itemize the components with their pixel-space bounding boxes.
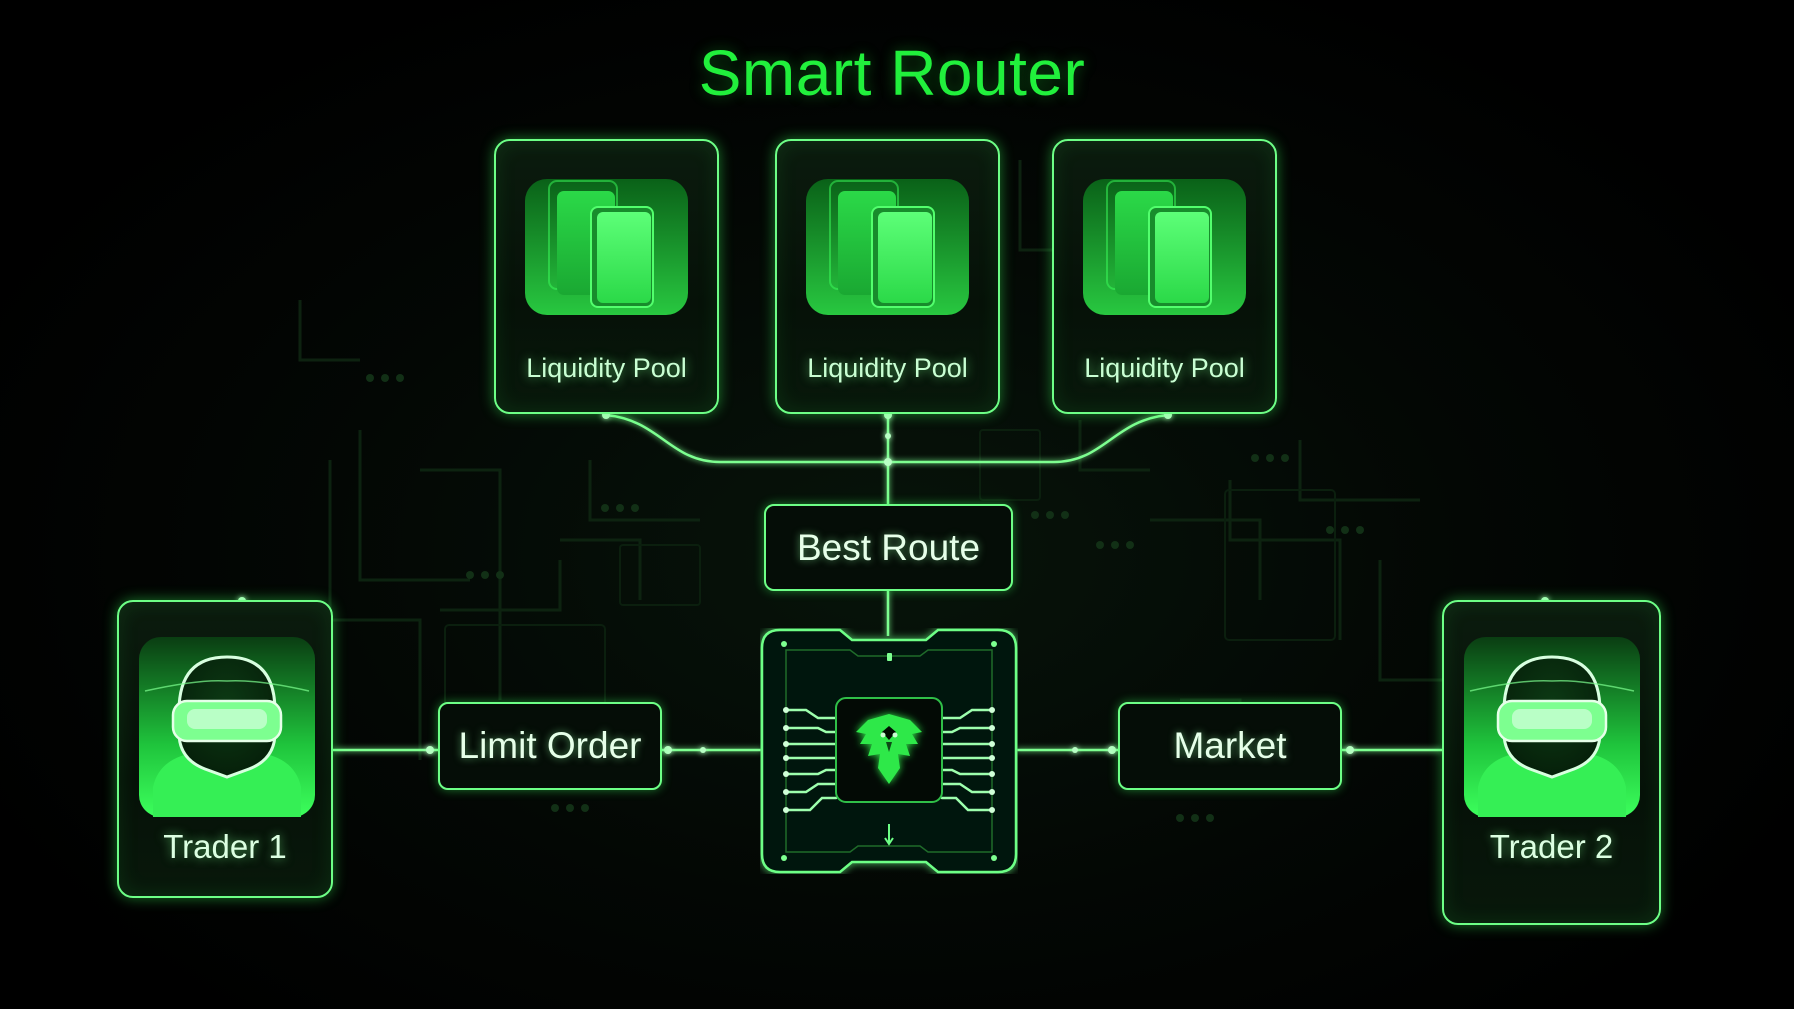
page-title: Smart Router [698, 37, 1086, 109]
liquidity-pool-label: Liquidity Pool [1084, 353, 1245, 383]
router-chip[interactable] [760, 628, 1018, 874]
stacked-cards-icon [806, 179, 969, 315]
stacked-cards-icon [525, 179, 688, 315]
stacked-cards-icon [1083, 179, 1246, 315]
node-dot [664, 746, 672, 754]
liquidity-pool-card-1[interactable]: Liquidity Pool [494, 139, 719, 414]
liquidity-pool-label: Liquidity Pool [807, 353, 968, 383]
trader-card-2[interactable]: Trader 2 [1442, 600, 1661, 925]
best-route-box[interactable]: Best Route [764, 504, 1013, 591]
vr-headset-avatar-icon [1464, 637, 1640, 817]
node-dot [426, 746, 434, 754]
liquidity-pool-label: Liquidity Pool [526, 353, 687, 383]
node-dot [1108, 746, 1116, 754]
wire-pool1-to-junction [605, 413, 888, 464]
node-dot [1072, 747, 1078, 753]
wire-pool3-to-junction [888, 413, 1169, 464]
limit-order-box[interactable]: Limit Order [438, 702, 662, 790]
node-dot [885, 433, 891, 439]
vr-headset-avatar-icon [139, 637, 315, 817]
node-dot [700, 747, 706, 753]
eagle-icon [856, 714, 922, 784]
market-box[interactable]: Market [1118, 702, 1342, 790]
liquidity-pool-card-2[interactable]: Liquidity Pool [775, 139, 1000, 414]
trader-label: Trader 2 [1489, 828, 1614, 865]
node-dot [884, 458, 892, 466]
trader-label: Trader 1 [163, 828, 287, 865]
liquidity-pool-card-3[interactable]: Liquidity Pool [1052, 139, 1277, 414]
node-dot [1346, 746, 1354, 754]
trader-card-1[interactable]: Trader 1 [117, 600, 333, 898]
